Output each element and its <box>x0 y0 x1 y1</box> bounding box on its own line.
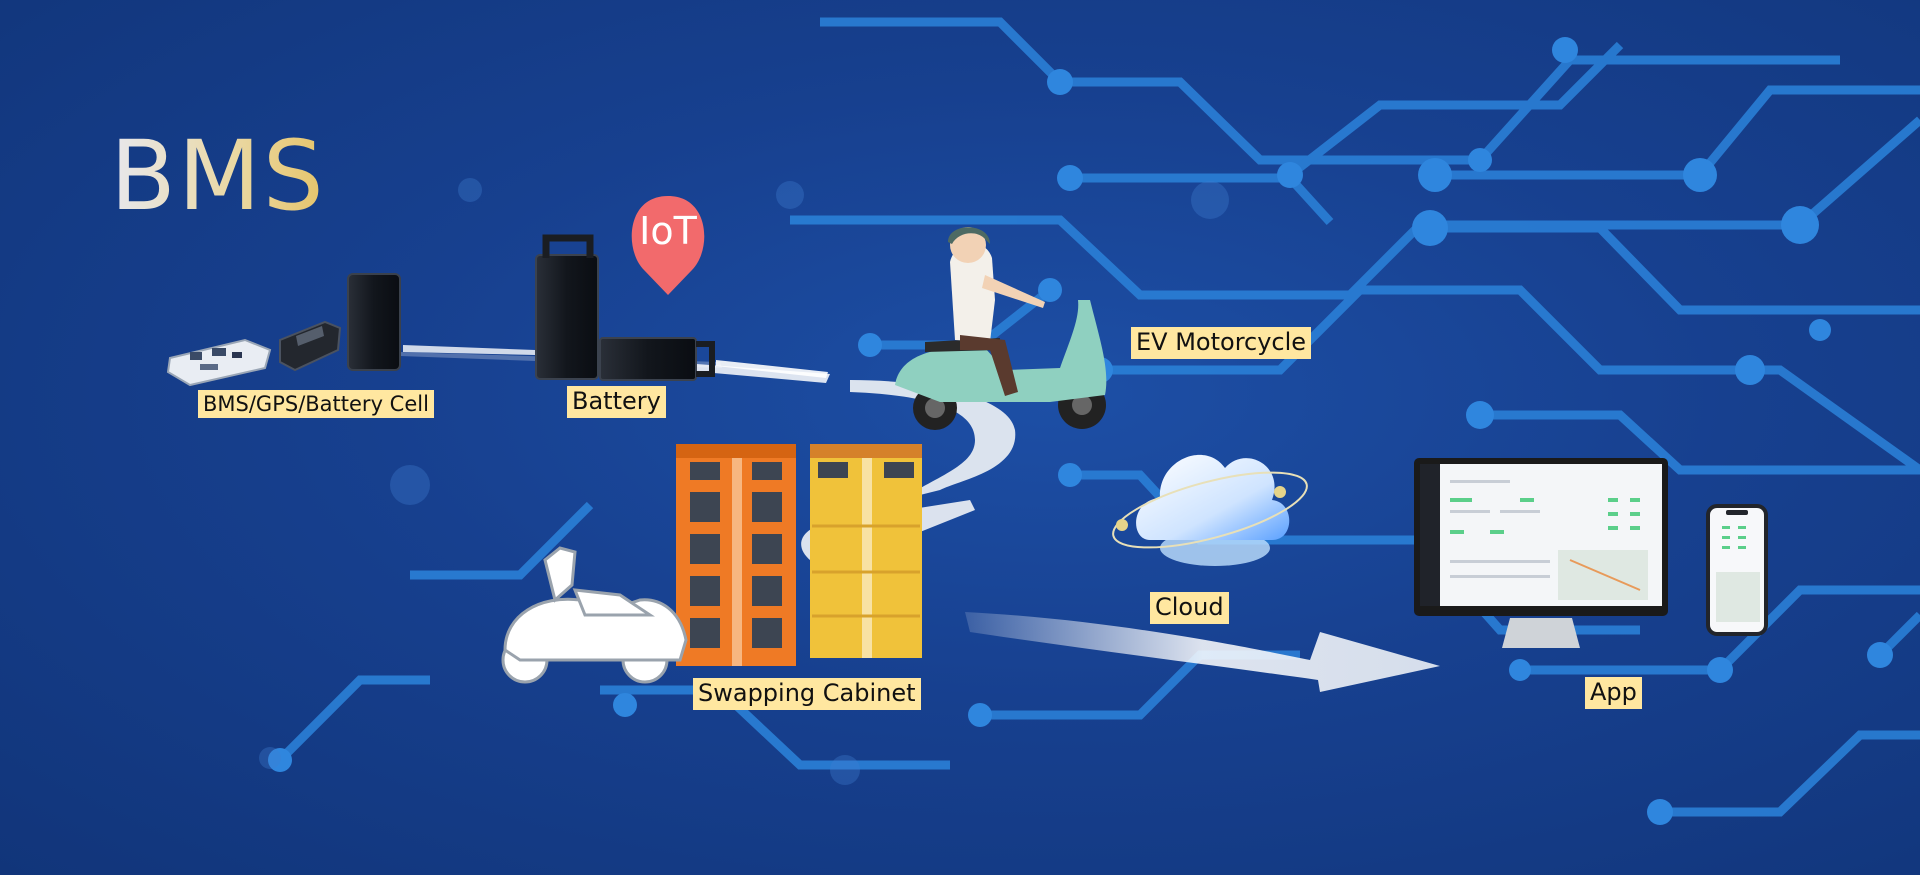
label-ev-motorcycle: EV Motorcycle <box>1131 327 1312 359</box>
swapping-cabinet-icon <box>676 444 922 666</box>
circuit-nodes <box>268 37 1893 825</box>
scooter-outline-icon <box>501 546 688 684</box>
battery-pack-icon <box>403 234 828 381</box>
bms-board-icon <box>166 338 272 387</box>
label-cloud: Cloud <box>1150 592 1229 624</box>
page-title: BMS <box>110 120 326 232</box>
soft-glow-dots <box>259 178 1555 785</box>
label-app: App <box>1585 677 1642 709</box>
cloud-icon <box>1112 454 1308 566</box>
iot-badge: IoT <box>639 209 697 253</box>
phone-icon <box>1706 504 1768 636</box>
label-bms-gps-cell: BMS/GPS/Battery Cell <box>198 390 434 419</box>
circuit-background <box>276 17 1920 817</box>
battery-cell-icon <box>279 273 401 372</box>
label-battery: Battery <box>567 386 666 418</box>
ev-motorcycle-icon <box>895 227 1107 430</box>
iot-pin-icon <box>631 196 705 295</box>
label-swapping-cabinet: Swapping Cabinet <box>693 678 921 710</box>
monitor-icon <box>1414 458 1668 648</box>
